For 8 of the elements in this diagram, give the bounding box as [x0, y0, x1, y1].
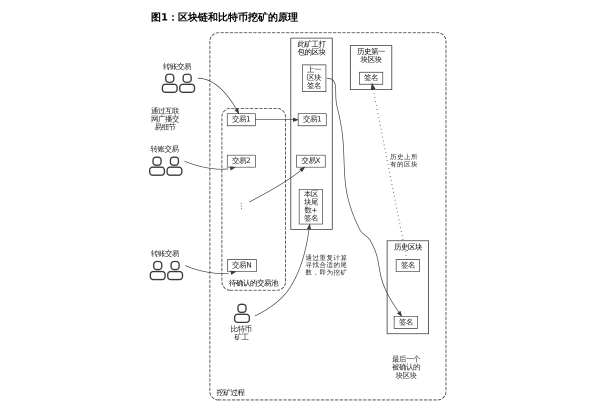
arrow	[184, 265, 236, 275]
arrow	[254, 118, 299, 122]
diagram-title: 图1：区块链和比特币挖矿的原理	[150, 12, 298, 24]
arrow	[197, 78, 239, 114]
arrow	[254, 223, 311, 316]
arrow	[370, 82, 407, 260]
arrow	[184, 160, 236, 170]
arrow	[248, 166, 305, 202]
